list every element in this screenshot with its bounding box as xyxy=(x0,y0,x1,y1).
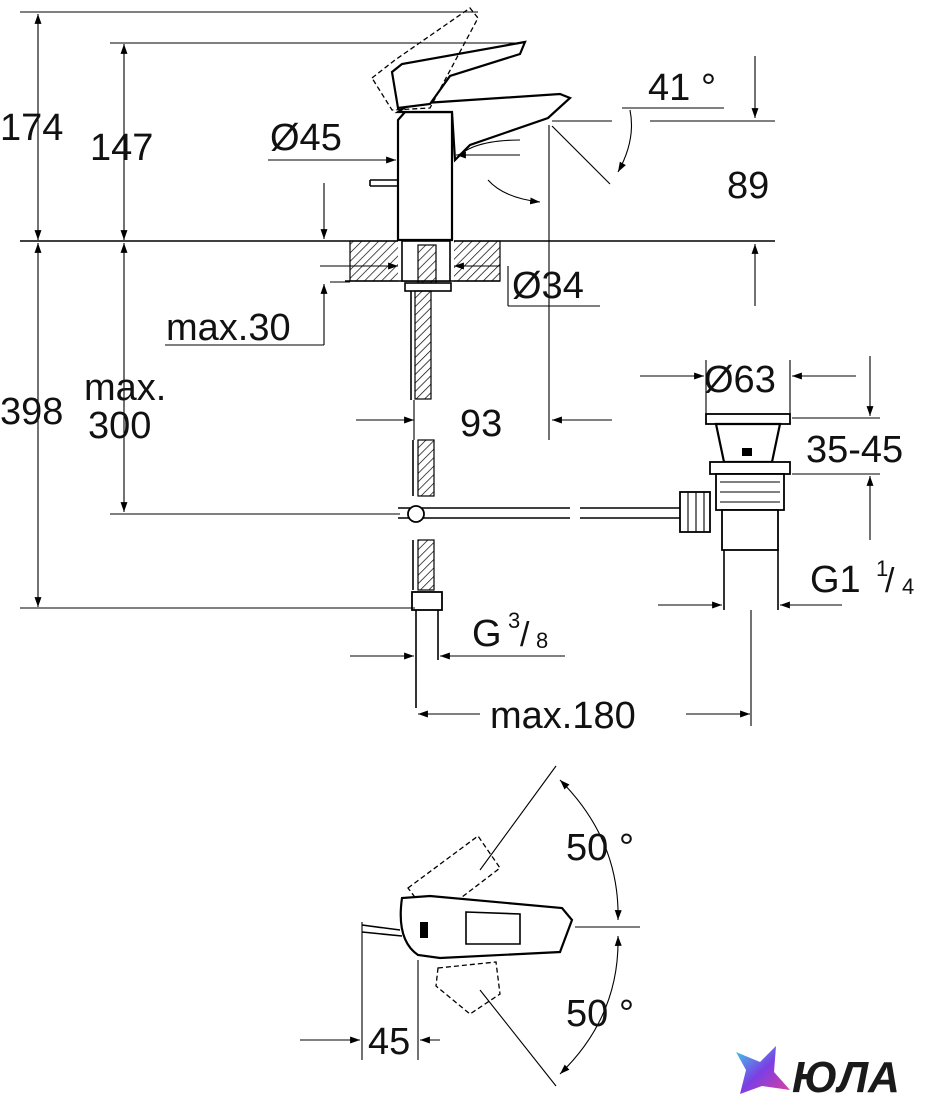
dim-waste-thread-den: 4 xyxy=(902,574,914,599)
dim-supply-thread-num: 3 xyxy=(508,608,520,633)
dim-spout-outlet-height: 89 xyxy=(727,165,769,207)
lever-grip xyxy=(465,911,521,945)
dimension-labels: 174 147 Ø45 41 ° 89 Ø34 max.30 398 max. … xyxy=(0,67,914,1063)
lever-indicator xyxy=(420,922,428,938)
dim-projection: 93 xyxy=(460,403,502,445)
dim-body-diameter: Ø45 xyxy=(270,117,342,159)
waste-fitting xyxy=(679,413,791,610)
dim-lever-offset: 45 xyxy=(368,1021,410,1063)
yula-logo-mark xyxy=(736,1046,790,1094)
top-view xyxy=(300,765,640,1087)
dim-spout-height: 147 xyxy=(90,127,153,169)
dim-waste-diameter: Ø63 xyxy=(704,359,776,401)
dim-total-depth: 398 xyxy=(0,391,63,433)
dim-total-height: 174 xyxy=(0,107,63,149)
dim-spout-angle: 41 ° xyxy=(648,67,716,109)
linkage-clip xyxy=(407,505,425,523)
dim-waste-thread-num: 1 xyxy=(876,556,888,581)
side-view xyxy=(20,7,880,726)
dim-rotation-left: 50 ° xyxy=(566,827,634,869)
supply-connector xyxy=(411,591,443,611)
dim-hole-diameter: Ø34 xyxy=(512,265,584,307)
supply-thread-slash: / xyxy=(520,616,530,654)
lever-handle xyxy=(390,40,527,110)
shank-hose xyxy=(417,244,437,284)
dim-supply-thread-den: 8 xyxy=(536,628,548,653)
hose-upper xyxy=(414,290,432,400)
dim-waste-thread-main: G1 xyxy=(810,559,861,601)
dim-max-counter-thickness: max.30 xyxy=(166,307,291,349)
lever-raised-outline xyxy=(371,7,479,111)
dim-waste-height: 35-45 xyxy=(806,429,903,471)
popup-rod xyxy=(369,179,398,187)
fixing-nut xyxy=(404,282,452,292)
hose-lower xyxy=(417,539,435,591)
dim-max-distance: max.180 xyxy=(490,695,636,737)
dim-rotation-right: 50 ° xyxy=(566,993,634,1035)
dim-max-depth-label-1: max. xyxy=(84,367,166,409)
yula-logo: ЮЛА xyxy=(736,1046,900,1100)
dim-supply-thread-main: G xyxy=(472,613,502,655)
hose-middle xyxy=(417,439,435,497)
faucet-body xyxy=(396,110,454,242)
dim-max-depth-label-2: 300 xyxy=(88,405,151,447)
faucet-spout xyxy=(394,92,573,163)
yula-logo-text: ЮЛА xyxy=(792,1053,900,1100)
waste-thread-slash: / xyxy=(885,562,895,600)
lever-right-position xyxy=(435,961,501,1015)
